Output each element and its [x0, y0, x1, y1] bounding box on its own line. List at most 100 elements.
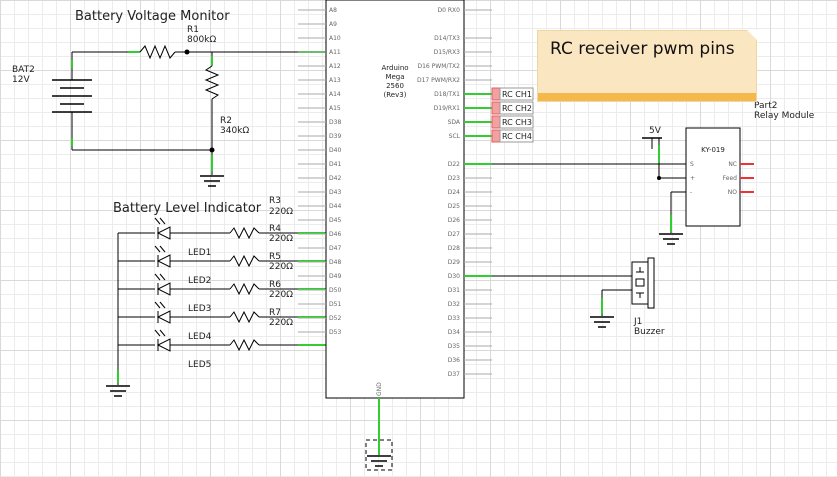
led-row: [118, 329, 326, 352]
relay-name: Relay Module: [754, 111, 815, 121]
battery-ref: BAT2: [12, 65, 35, 75]
battery-symbol: [52, 52, 92, 150]
arduino-left-pin[interactable]: A10: [298, 35, 341, 42]
arduino-right-pin[interactable]: D32: [448, 301, 492, 308]
rc-channel-tag[interactable]: RC CH1: [464, 87, 534, 101]
arduino-left-pin[interactable]: A12: [298, 63, 341, 70]
arduino-left-pin-label: D46: [329, 231, 341, 238]
led5-label: LED5: [188, 360, 211, 370]
arduino-left-pin-label: D41: [329, 161, 341, 168]
r2-ref: R2: [220, 116, 232, 126]
resistor-r2: [204, 65, 220, 100]
arduino-right-pin-label: D22: [448, 161, 460, 168]
arduino-left-pin[interactable]: D47: [298, 245, 341, 252]
arduino-left-pin[interactable]: D42: [298, 175, 341, 182]
arduino-left-pin[interactable]: D39: [298, 133, 341, 140]
arduino-left-pin[interactable]: D41: [298, 161, 341, 168]
arduino-number: 2560: [386, 82, 404, 90]
arduino-right-pin[interactable]: D17 PWM/RX2: [417, 77, 492, 84]
arduino-right-pin[interactable]: D34: [448, 329, 492, 336]
arduino-left-pin[interactable]: D43: [298, 189, 341, 196]
arduino-left-pin[interactable]: D38: [298, 119, 341, 126]
arduino-right-pin[interactable]: D37: [448, 371, 492, 378]
rc-channel-tag[interactable]: RC CH3: [464, 115, 534, 129]
relay-pin-right: Feed: [723, 175, 738, 182]
led-diode: [156, 254, 171, 268]
led-resistor: [229, 310, 260, 324]
arduino-right-pin-label: D37: [448, 371, 460, 378]
arduino-right-pin[interactable]: D15/RX3: [434, 49, 492, 56]
arduino-right-pin[interactable]: D28: [448, 245, 492, 252]
arduino-left-pin[interactable]: D45: [298, 217, 341, 224]
note-fold: [747, 30, 757, 40]
arduino-right-pin-label: D27: [448, 231, 460, 238]
relay-vcc: 5V: [649, 126, 662, 136]
relay-pin-left: +: [690, 175, 695, 182]
arduino-left-pin[interactable]: D48: [298, 259, 341, 266]
rc-channel-tag[interactable]: RC CH2: [464, 101, 534, 115]
arduino-left-pin[interactable]: D50: [298, 287, 341, 294]
arduino-right-pin[interactable]: D33: [448, 315, 492, 322]
arduino-left-pin[interactable]: D53: [298, 329, 341, 336]
arduino-left-pin[interactable]: A14: [298, 91, 341, 98]
arduino-left-pin[interactable]: D40: [298, 147, 341, 154]
arduino-left-pin[interactable]: D46: [298, 231, 341, 238]
led-diode: [156, 226, 171, 240]
arduino-left-pin[interactable]: A8: [298, 7, 337, 14]
arduino-left-pin[interactable]: D52: [298, 315, 341, 322]
r3-ref: R3: [269, 196, 281, 206]
arduino-left-pin-label: A13: [329, 77, 341, 84]
r2-value: 340kΩ: [220, 126, 249, 136]
arduino-right-pin[interactable]: D0 RX0: [438, 7, 492, 14]
arduino-left-pin-label: A8: [329, 7, 337, 14]
r4-ref: R4: [269, 224, 281, 234]
battery-monitor-title: Battery Voltage Monitor: [75, 9, 230, 24]
arduino-left-pin-label: D47: [329, 245, 341, 252]
relay-pin-right: NO: [728, 189, 737, 196]
arduino-left-pin-label: D40: [329, 147, 341, 154]
arduino-left-pin[interactable]: D49: [298, 273, 341, 280]
arduino-right-pin-label: D34: [448, 329, 460, 336]
arduino-right-pin[interactable]: D16 PWM/TX2: [417, 63, 492, 70]
level-indicator-title: Battery Level Indicator: [113, 201, 262, 216]
arduino-right-pin[interactable]: D23: [448, 175, 492, 182]
arduino-left-pin-label: A15: [329, 105, 341, 112]
arduino-right-pin[interactable]: D27: [448, 231, 492, 238]
rc-channel-tag[interactable]: RC CH4: [464, 129, 534, 143]
arduino-left-pin[interactable]: A13: [298, 77, 341, 84]
arduino-right-pin[interactable]: D25: [448, 203, 492, 210]
led-resistor: [229, 254, 260, 268]
arduino-left-pin[interactable]: A15: [298, 105, 341, 112]
led-row: [118, 217, 326, 240]
arduino-right-pin[interactable]: D24: [448, 189, 492, 196]
arduino-left-pin[interactable]: A11: [298, 49, 341, 56]
arduino-name: Arduino: [381, 64, 408, 72]
arduino-left-pin[interactable]: D51: [298, 301, 341, 308]
arduino-left-pin[interactable]: D44: [298, 203, 341, 210]
led2-label: LED2: [188, 276, 211, 286]
ground-symbol-monitor: [200, 175, 224, 187]
buzzer-name: Buzzer: [634, 327, 665, 337]
arduino-left-pin-label: A10: [329, 35, 341, 42]
arduino-right-pin[interactable]: D31: [448, 287, 492, 294]
sticky-note[interactable]: RC receiver pwm pins: [537, 30, 757, 102]
gnd-label: GND: [376, 382, 383, 396]
relay-pin-left: -: [690, 189, 692, 196]
ground-symbol-buzzer: [590, 316, 614, 328]
arduino-left-pin-label: D42: [329, 175, 341, 182]
arduino-right-pin-label: D28: [448, 245, 460, 252]
arduino-right-pin[interactable]: D29: [448, 259, 492, 266]
arduino-right-pin-label: D18/TX1: [434, 91, 460, 98]
arduino-right-pin[interactable]: D14/TX3: [434, 35, 492, 42]
arduino-left-pin[interactable]: A9: [298, 21, 337, 28]
note-text: RC receiver pwm pins: [550, 39, 735, 59]
led-row: [118, 301, 326, 324]
led4-label: LED4: [188, 332, 212, 342]
arduino-right-pin[interactable]: D36: [448, 357, 492, 364]
ground-symbol-arduino: [367, 455, 391, 467]
arduino-right-pin[interactable]: D35: [448, 343, 492, 350]
arduino-right-pin-label: D0 RX0: [438, 7, 461, 14]
r6-ref: R6: [269, 280, 281, 290]
arduino-right-pin[interactable]: D26: [448, 217, 492, 224]
